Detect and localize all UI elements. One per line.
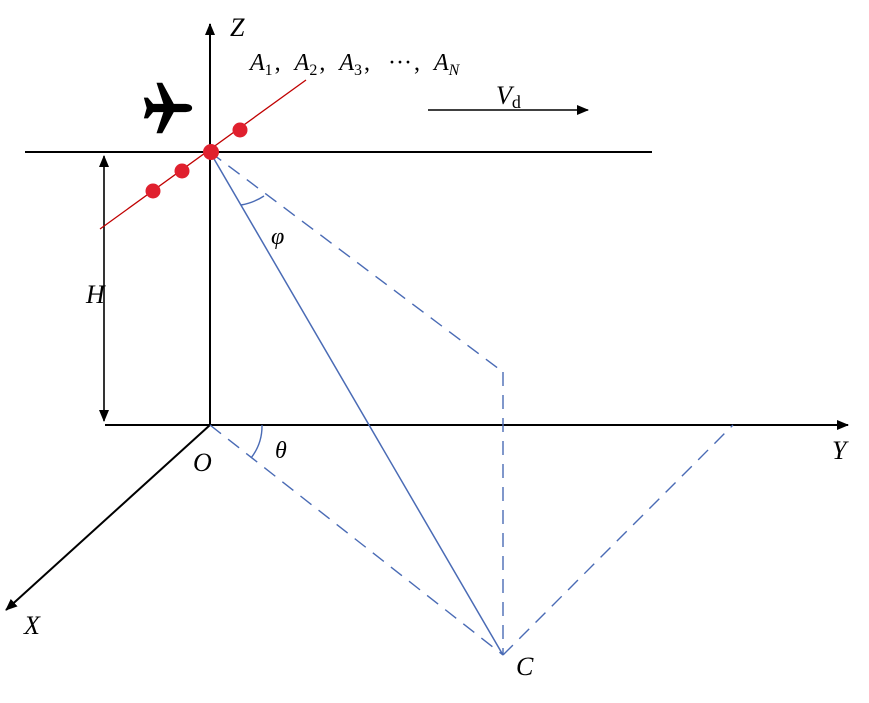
- theta-label: θ: [275, 438, 287, 464]
- phi-label: φ: [271, 224, 284, 250]
- theta-angle-arc: [250, 424, 263, 459]
- array-element: [145, 183, 161, 199]
- dashed-line-top-to-vertical: [209, 151, 504, 373]
- phi-angle-arc: [240, 195, 265, 206]
- array-element: [203, 144, 219, 160]
- z-axis-label: Z: [230, 13, 245, 42]
- array-element: [174, 163, 190, 179]
- velocity-symbol: V: [496, 81, 515, 110]
- point-c-label: C: [516, 652, 534, 681]
- array-element: [232, 122, 248, 138]
- origin-label: O: [193, 448, 212, 477]
- antenna-array-line: [99, 79, 307, 230]
- velocity-label: Vd: [496, 81, 521, 112]
- x-axis-line: [5, 424, 211, 611]
- dashed-ground-line-o-to-c: [209, 424, 504, 656]
- y-axis-label: Y: [832, 436, 849, 465]
- array-elements-label: A1,A2,A3,···,AN: [248, 50, 461, 79]
- airplane-icon: [143, 82, 193, 134]
- height-label: H: [85, 280, 106, 309]
- velocity-subscript: d: [512, 92, 521, 112]
- slant-range-line: [209, 151, 504, 656]
- x-axis-label: X: [23, 611, 41, 640]
- dashed-line-c-to-y-axis: [502, 424, 734, 656]
